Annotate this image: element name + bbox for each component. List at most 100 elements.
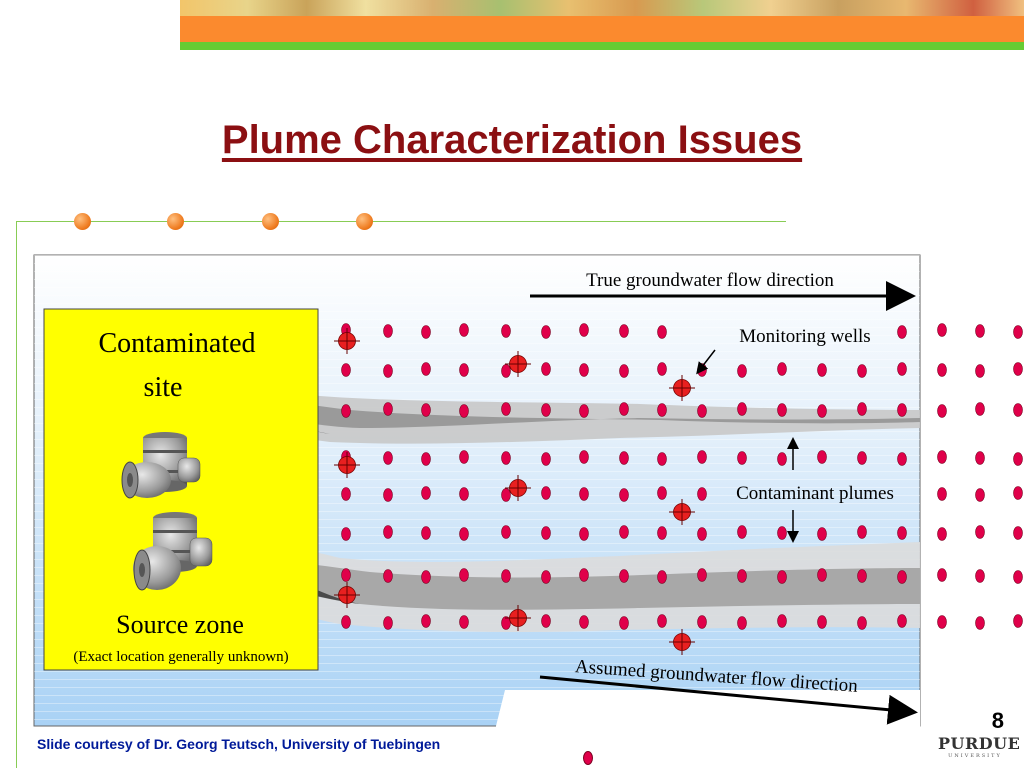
- monitoring-well: [897, 570, 907, 584]
- monitoring-well: [975, 569, 985, 583]
- sampled-well: [334, 328, 360, 354]
- monitoring-well: [501, 525, 511, 539]
- monitoring-well: [501, 402, 511, 416]
- monitoring-well: [857, 525, 867, 539]
- monitoring-well: [777, 452, 787, 466]
- monitoring-well: [657, 452, 667, 466]
- monitoring-well: [619, 402, 629, 416]
- decorative-banner: [180, 0, 1024, 16]
- monitoring-well: [541, 526, 551, 540]
- monitoring-well: [341, 615, 351, 629]
- monitoring-well: [897, 614, 907, 628]
- monitoring-well: [697, 527, 707, 541]
- frame-line-top: [16, 221, 786, 222]
- monitoring-well: [777, 614, 787, 628]
- sampled-well: [334, 582, 360, 608]
- monitoring-well: [583, 751, 593, 765]
- monitoring-well: [619, 364, 629, 378]
- monitoring-well: [897, 403, 907, 417]
- sampled-well: [669, 629, 695, 655]
- logo-subtext: UNIVERSITY: [948, 753, 1002, 759]
- monitoring-well: [459, 363, 469, 377]
- monitoring-well: [501, 616, 511, 630]
- monitoring-well: [619, 488, 629, 502]
- monitoring-well: [657, 614, 667, 628]
- monitoring-well: [579, 363, 589, 377]
- monitoring-well: [777, 526, 787, 540]
- header-green-bar: [180, 42, 1024, 50]
- slide-credit: Slide courtesy of Dr. Georg Teutsch, Uni…: [37, 736, 441, 752]
- monitoring-well: [501, 324, 511, 338]
- monitoring-well: [459, 527, 469, 541]
- monitoring-well: [341, 527, 351, 541]
- monitoring-well: [777, 362, 787, 376]
- monitoring-well: [777, 403, 787, 417]
- monitoring-well: [421, 614, 431, 628]
- monitoring-well: [937, 568, 947, 582]
- monitoring-well: [937, 487, 947, 501]
- monitoring-well: [657, 526, 667, 540]
- monitoring-well: [541, 403, 551, 417]
- monitoring-well: [737, 569, 747, 583]
- monitoring-well: [1013, 403, 1023, 417]
- monitoring-well: [657, 325, 667, 339]
- monitoring-well: [383, 616, 393, 630]
- monitoring-well: [459, 487, 469, 501]
- monitoring-well: [421, 526, 431, 540]
- monitoring-well: [541, 570, 551, 584]
- sampled-well: [505, 351, 531, 377]
- monitoring-well: [383, 488, 393, 502]
- monitoring-well: [541, 614, 551, 628]
- monitoring-well: [817, 527, 827, 541]
- monitoring-well: [657, 362, 667, 376]
- sampled-well: [505, 605, 531, 631]
- monitoring-well: [897, 526, 907, 540]
- monitoring-well: [459, 568, 469, 582]
- monitoring-well: [501, 488, 511, 502]
- monitoring-well: [897, 452, 907, 466]
- monitoring-well: [897, 325, 907, 339]
- monitoring-well: [897, 362, 907, 376]
- decorative-dot: [167, 213, 184, 230]
- monitoring-well: [937, 363, 947, 377]
- sampled-well: [669, 499, 695, 525]
- monitoring-well: [619, 569, 629, 583]
- header-orange-bar: [180, 16, 1024, 42]
- monitoring-well: [341, 404, 351, 418]
- monitoring-well: [579, 404, 589, 418]
- monitoring-well: [579, 450, 589, 464]
- monitoring-well: [937, 527, 947, 541]
- monitoring-well: [579, 323, 589, 337]
- monitoring-well: [421, 325, 431, 339]
- monitoring-well: [937, 404, 947, 418]
- decorative-dot: [74, 213, 91, 230]
- monitoring-well: [857, 402, 867, 416]
- monitoring-well: [817, 404, 827, 418]
- logo-text: PURDUE: [938, 734, 1021, 753]
- monitoring-well: [657, 486, 667, 500]
- monitoring-wells: [334, 323, 1023, 765]
- monitoring-well: [459, 450, 469, 464]
- monitoring-well: [341, 363, 351, 377]
- monitoring-well: [975, 616, 985, 630]
- monitoring-well: [975, 364, 985, 378]
- monitoring-well: [421, 452, 431, 466]
- monitoring-well: [1013, 325, 1023, 339]
- monitoring-well: [975, 488, 985, 502]
- monitoring-well: [1013, 486, 1023, 500]
- monitoring-well: [857, 616, 867, 630]
- slide-title: Plume Characterization Issues: [221, 118, 803, 162]
- monitoring-well: [579, 615, 589, 629]
- true-flow-label: True groundwater flow direction: [586, 270, 834, 291]
- page-number: 8: [991, 708, 1004, 733]
- monitoring-well: [383, 364, 393, 378]
- barrel-icon: [121, 432, 201, 499]
- monitoring-well: [975, 451, 985, 465]
- monitoring-well: [737, 402, 747, 416]
- monitoring-well: [619, 616, 629, 630]
- sampled-well: [334, 452, 360, 478]
- monitoring-well: [697, 404, 707, 418]
- sampled-well: [505, 475, 531, 501]
- site-label-line1: Contaminated: [98, 328, 255, 359]
